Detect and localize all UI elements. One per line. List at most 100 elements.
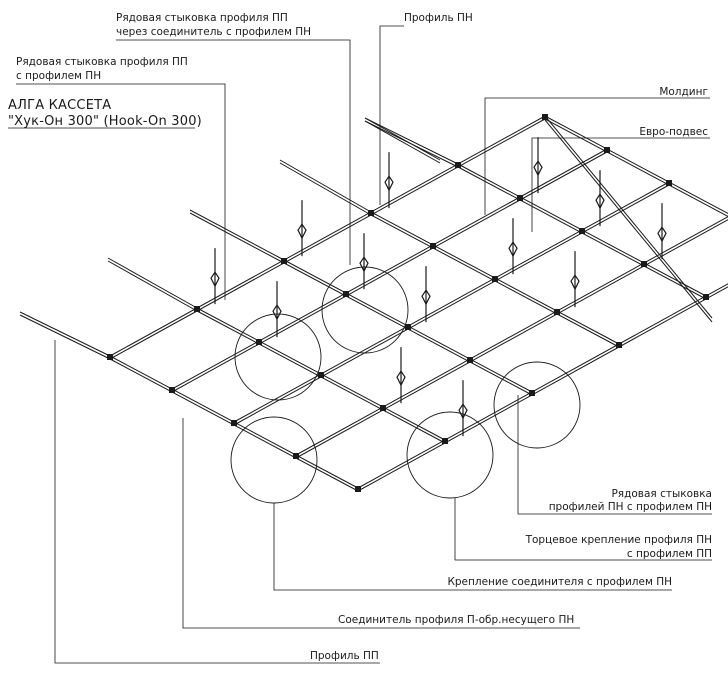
profile-pp-2: [233, 181, 670, 426]
grid-joint: [703, 294, 709, 300]
euro-hanger-10: [570, 251, 580, 308]
grid-joint: [169, 387, 175, 393]
hanger-clip: [384, 175, 394, 192]
profile-pp-4-edge-b: [357, 286, 728, 492]
diagram-title: АЛГА КАССЕТА: [8, 98, 112, 113]
profile-pp-3: [295, 216, 728, 459]
grid-joint: [194, 306, 200, 312]
euro-hangers: [210, 137, 667, 437]
carrier-extension-3-edge-b: [279, 162, 372, 216]
carrier-extension-0-edge-b: [19, 314, 111, 360]
detail-circle-1: [234, 313, 322, 401]
hanger-clip: [396, 370, 406, 387]
profile-pp-2-edge-b: [233, 184, 670, 426]
grid-joint: [467, 357, 473, 363]
label-profile-pp: Профиль ПП: [310, 650, 379, 662]
label-profile-pn: Профиль ПН: [404, 12, 473, 24]
hanger-clip: [359, 256, 369, 273]
profile-pp-1-edge-b: [171, 151, 608, 393]
leader-line-2: [379, 25, 404, 205]
label-end-mount-1: Торцевое крепление профиля ПН: [525, 534, 712, 546]
carrier-extension-1-edge-b: [107, 260, 198, 312]
euro-hanger-5: [533, 137, 543, 194]
carrier-extension-0-edge-a: [19, 311, 111, 357]
profile-pp-0-edge-a: [109, 115, 546, 357]
hanger-clip: [508, 241, 518, 258]
profile-pp-3-edge-a: [295, 216, 728, 456]
hanger-clip: [533, 160, 543, 177]
grid-joint: [492, 276, 498, 282]
detail-circle-3: [230, 416, 318, 504]
profile-pp-2-edge-a: [233, 181, 670, 423]
molding-rail: [544, 115, 713, 323]
grid-joint: [343, 291, 349, 297]
molding-back-edge-a: [364, 117, 441, 161]
grid-joint: [641, 261, 647, 267]
grid-joint: [554, 309, 560, 315]
hanger-clip: [570, 274, 580, 291]
ceiling-grid: [19, 114, 728, 492]
euro-hanger-6: [421, 266, 431, 323]
grid-joint: [318, 372, 324, 378]
carrier-extension-4-edge-a: [364, 117, 459, 165]
carrier-extension-3-edge-a: [279, 159, 372, 213]
grid-joint: [231, 420, 237, 426]
detail-circles: [230, 266, 581, 504]
grid-joint: [455, 162, 461, 168]
diagram-subtitle: "Хук-Он 300" (Hook-On 300): [8, 114, 202, 129]
grid-joint: [666, 180, 672, 186]
label-end-mount-2: с профилем ПП: [626, 548, 712, 560]
label-row-joint-pn-2: профилей ПН с профилем ПН: [548, 501, 712, 513]
euro-hanger-12: [458, 380, 468, 437]
leader-line-0: [116, 39, 351, 265]
profile-pp-1-edge-a: [171, 148, 608, 390]
molding-rail-edge-b: [544, 119, 713, 323]
carrier-extension-2: [189, 209, 285, 264]
carrier-extension-3: [279, 159, 372, 216]
profile-pp-0: [109, 115, 546, 360]
hanger-clip: [210, 271, 220, 288]
hanger-clip: [458, 403, 468, 420]
leader-line-7: [273, 503, 672, 591]
grid-joint: [442, 438, 448, 444]
euro-hanger-3: [272, 281, 282, 338]
label-row-joint-pp-1: Рядовая стыковка профиля ПП: [16, 56, 188, 68]
leader-line-6: [454, 498, 712, 561]
euro-hanger-11: [657, 203, 667, 260]
detail-circle-2: [493, 361, 581, 449]
euro-hanger-1: [297, 200, 307, 257]
grid-joint: [281, 258, 287, 264]
leader-line-8: [182, 418, 580, 629]
leader-line-4: [531, 137, 710, 232]
grid-joint: [355, 486, 361, 492]
profile-pp-1: [171, 148, 608, 393]
leader-line-5: [517, 395, 712, 515]
grid-joint: [604, 147, 610, 153]
detail-circle-4: [406, 411, 494, 499]
carrier-extension-1-edge-a: [107, 257, 198, 309]
carrier-extension-0: [19, 311, 111, 360]
grid-joint: [368, 210, 374, 216]
euro-hanger-8: [595, 170, 605, 227]
euro-hanger-2: [384, 152, 394, 209]
label-euro-hanger: Евро-подвес: [639, 126, 708, 138]
grid-joint: [517, 195, 523, 201]
grid-joint: [107, 354, 113, 360]
label-connector-mount: Крепление соединителя с профилем ПН: [447, 576, 672, 588]
profile-pp-0-edge-b: [109, 118, 546, 360]
grid-joint: [430, 243, 436, 249]
grid-joint: [293, 453, 299, 459]
euro-hanger-9: [396, 347, 406, 404]
carrier-extension-1: [107, 257, 198, 312]
euro-hanger-0: [210, 248, 220, 305]
label-molding: Молдинг: [659, 86, 708, 98]
grid-joint: [405, 324, 411, 330]
carrier-extension-2-edge-a: [189, 209, 285, 261]
leader-line-1: [16, 83, 226, 300]
leader-line-3: [484, 97, 710, 215]
label-row-joint-via-connector-2: через соединитель с профилем ПН: [116, 26, 312, 38]
molding-back-edge-b: [364, 120, 441, 164]
grid-joint: [529, 390, 535, 396]
molding-rail-edge-a: [544, 115, 713, 319]
